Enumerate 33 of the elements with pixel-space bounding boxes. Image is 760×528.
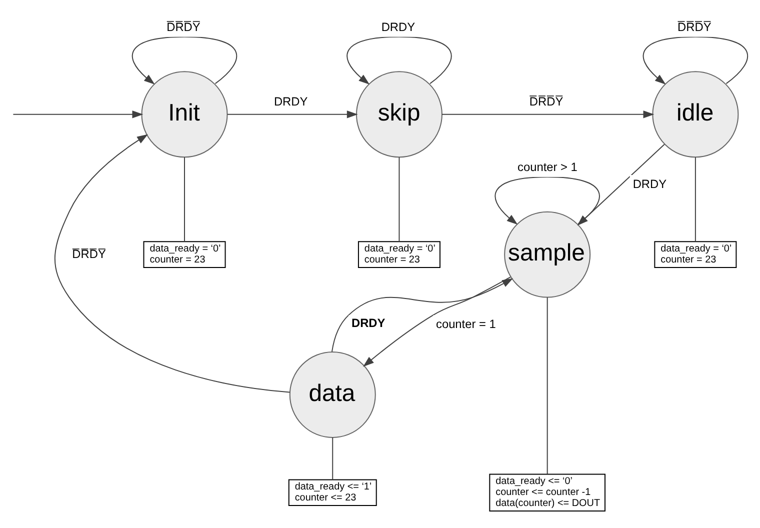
edge-label: counter > 1: [518, 160, 578, 174]
node-circle: sample: [504, 210, 591, 298]
arrow: [12, 110, 144, 118]
edge-label: D̅R̅D̅Y̅: [678, 20, 712, 34]
node-box: data_ready = ‘0’ counter = 23: [143, 240, 226, 268]
connector: [546, 296, 548, 474]
node-circle: idle: [652, 70, 739, 158]
node-box: data_ready = ‘0’ counter = 23: [358, 240, 440, 268]
edge-label: DRDY: [632, 176, 667, 191]
arrow: [332, 278, 514, 352]
arrow: [132, 36, 238, 84]
connector: [184, 156, 185, 242]
connector: [332, 436, 334, 480]
arrow: [363, 276, 512, 366]
edge-label: counter = 1: [436, 316, 496, 331]
arrow: [226, 110, 358, 118]
node-circle: Init: [141, 70, 228, 158]
edge-label: DRDY: [274, 94, 308, 108]
node-circle: skip: [356, 70, 442, 158]
edge-label: D̅R̅D̅Y̅: [72, 246, 106, 261]
edge-label: DRDY: [352, 316, 386, 330]
arrow: [441, 110, 654, 118]
node-box: data_ready = ‘0’ counter = 23: [654, 240, 737, 268]
connector: [398, 156, 400, 242]
edge-label: D̅R̅D̅Y̅: [166, 20, 200, 34]
arrow: [54, 134, 290, 392]
edge-label: D̅R̅D̅Y̅: [529, 94, 564, 108]
arrow: [346, 36, 452, 84]
connector: [694, 156, 696, 242]
node-box: data_ready <= ‘1’ counter <= 23: [288, 478, 377, 506]
arrow: [642, 36, 748, 84]
edge-label: DRDY: [381, 20, 416, 34]
node-box: data_ready <= ‘0’ counter <= counter -1 data(counter) <= DOUT: [489, 473, 606, 512]
